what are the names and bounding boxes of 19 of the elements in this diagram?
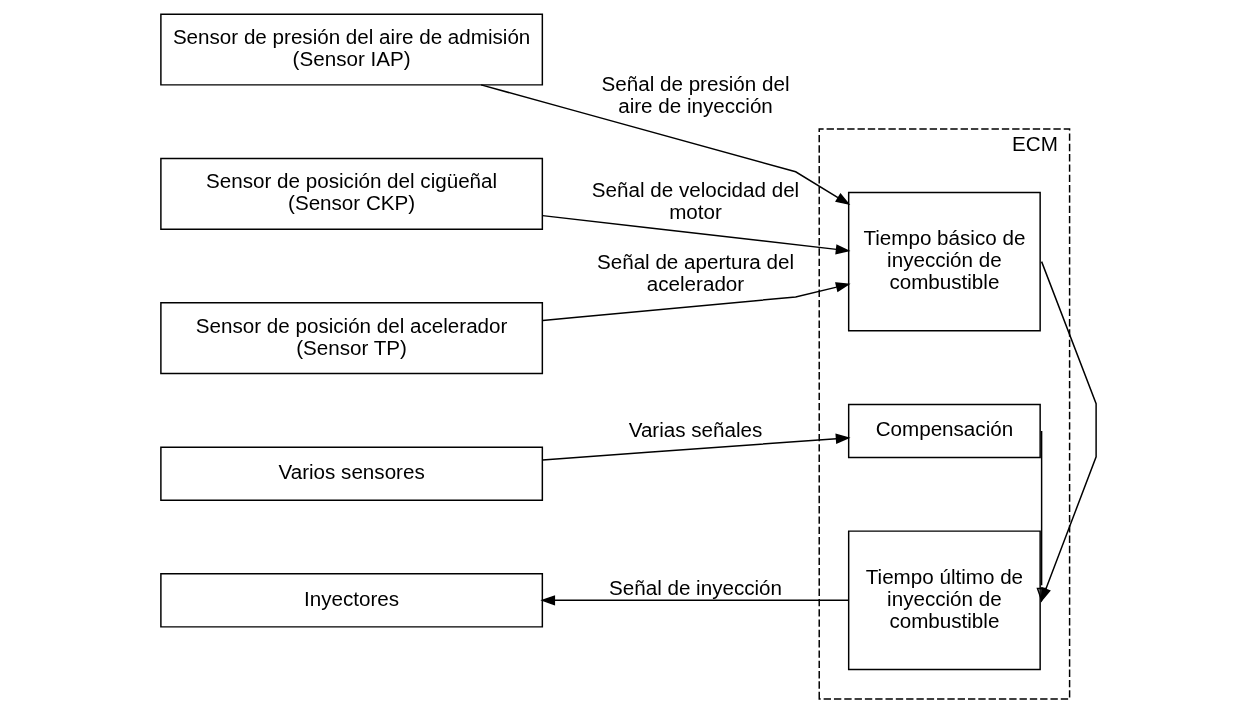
- node-box: Sensor de presión del aire de admisión (Sensor IAP): [159, 13, 543, 86]
- arrow: [1035, 430, 1047, 603]
- node-box: Tiempo último de inyección de combustible: [847, 530, 1041, 671]
- edge-label: Varias señales: [628, 418, 762, 442]
- edge-label: Señal de inyección: [608, 575, 782, 599]
- node-box: Varios sensores: [159, 446, 543, 501]
- node-box: Inyectores: [159, 573, 543, 628]
- arrow: [539, 595, 849, 606]
- arrow: [541, 282, 851, 322]
- arrow: [541, 214, 850, 255]
- node-box: Compensación: [847, 403, 1041, 459]
- edge-label: Señal de presión del aire de inyección: [601, 72, 789, 118]
- edge-label: Señal de velocidad del motor: [591, 178, 799, 224]
- edge-label: Señal de apertura del acelerador: [596, 250, 794, 296]
- arrow: [541, 433, 850, 461]
- node-box: Sensor de posición del acelerador (Sensor TP): [159, 302, 543, 375]
- arrow: [479, 84, 850, 206]
- node-box: Tiempo básico de inyección de combustible: [847, 191, 1041, 332]
- node-box: Sensor de posición del cigüeñal (Sensor CKP): [159, 157, 543, 230]
